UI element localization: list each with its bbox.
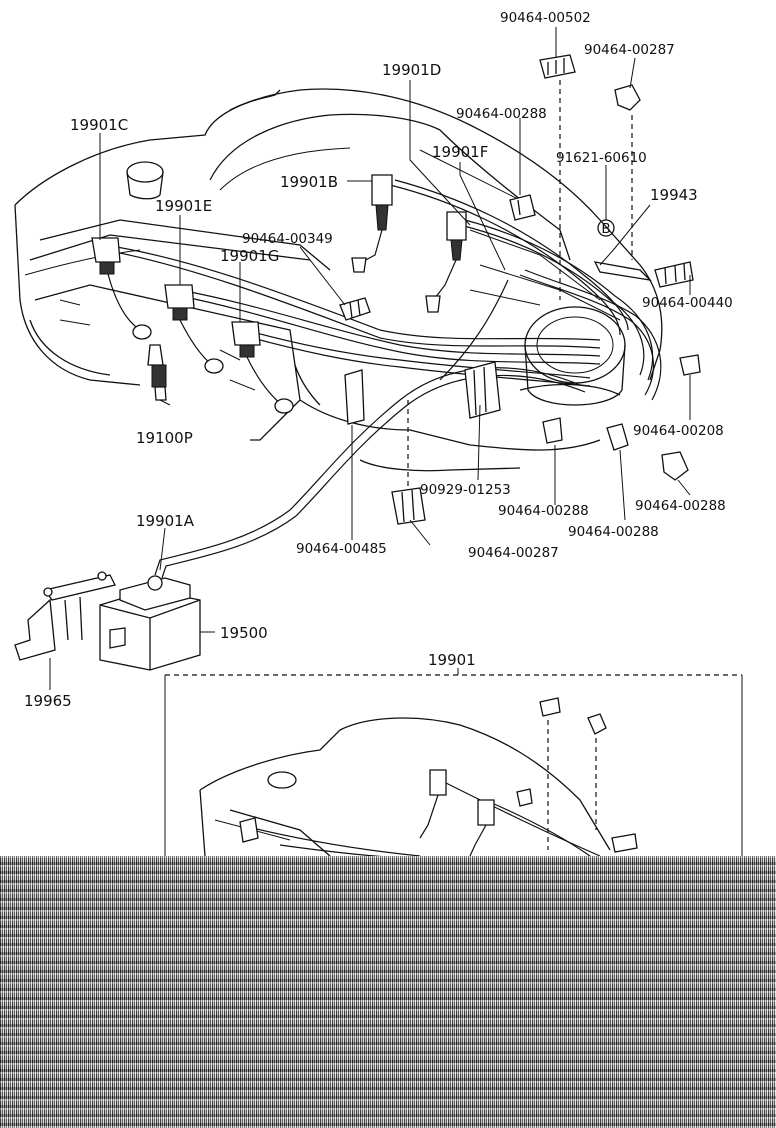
label-19901d: 19901D [382,61,441,79]
label-90464-00502: 90464-00502 [500,10,591,26]
dashed-reference-lines [165,80,742,676]
label-19901a: 19901A [136,512,195,530]
marker-b-label: B [601,221,610,237]
leader-lines [49,27,743,856]
label-19901g: 19901G [220,247,279,265]
boot-19901c [91,237,152,340]
part-labels: 90464-00502 90464-00287 19901D 90464-002… [24,10,733,710]
clamp-90464-00288-low [606,423,629,451]
label-90464-00485: 90464-00485 [296,541,387,557]
label-90464-00287-top: 90464-00287 [584,42,675,58]
label-19901b: 19901B [280,173,338,191]
label-90929-01253: 90929-01253 [420,482,511,498]
clamp-90929-01253 [464,361,501,419]
scan-noise-band [0,856,776,1128]
label-19500: 19500 [220,624,268,642]
clamps [339,54,701,525]
label-91621-60610: 91621-60610 [556,150,647,166]
reference-marker-b: B [597,219,615,237]
plug-boots [91,237,294,414]
bracket-19943 [593,261,652,281]
label-90464-00349: 90464-00349 [242,231,333,247]
label-19100p: 19100P [136,429,193,447]
spark-plug-19100p [147,344,167,401]
label-19943: 19943 [650,186,698,204]
engine-block-outline [14,88,663,472]
label-90464-00288-top: 90464-00288 [456,106,547,122]
inset-assembly-view [199,697,638,859]
wire-19901b [351,174,393,273]
wire-19901f [425,211,467,313]
clamp-90464-00349 [339,297,371,321]
label-19901: 19901 [428,651,476,669]
clamp-90464-00288-top [509,194,536,221]
ignition-coil-19500 [99,575,201,671]
label-90464-00287-bottom: 90464-00287 [468,545,559,561]
clamp-90464-00485 [344,369,365,425]
clamp-90464-00440 [654,261,694,288]
clamp-90464-00287-top [614,84,641,111]
label-90464-00288-right: 90464-00288 [635,498,726,514]
label-90464-00208: 90464-00208 [633,423,724,439]
clamp-90464-00288-mid [542,417,563,444]
label-90464-00288-mid: 90464-00288 [498,503,589,519]
clamp-90464-00208 [679,354,701,376]
label-19901c: 19901C [70,116,128,134]
boot-19901e [164,284,224,374]
clamp-90464-00288-right [661,451,689,481]
label-90464-00440: 90464-00440 [642,295,733,311]
boot-19901g [231,321,294,414]
label-19965: 19965 [24,692,72,710]
label-19901e: 19901E [155,197,212,215]
label-90464-00288-low: 90464-00288 [568,524,659,540]
clamp-90464-00287-bottom [391,487,426,525]
bracket-19965 [14,571,116,661]
clamp-90464-00502 [539,54,576,79]
label-19901f: 19901F [432,143,488,161]
